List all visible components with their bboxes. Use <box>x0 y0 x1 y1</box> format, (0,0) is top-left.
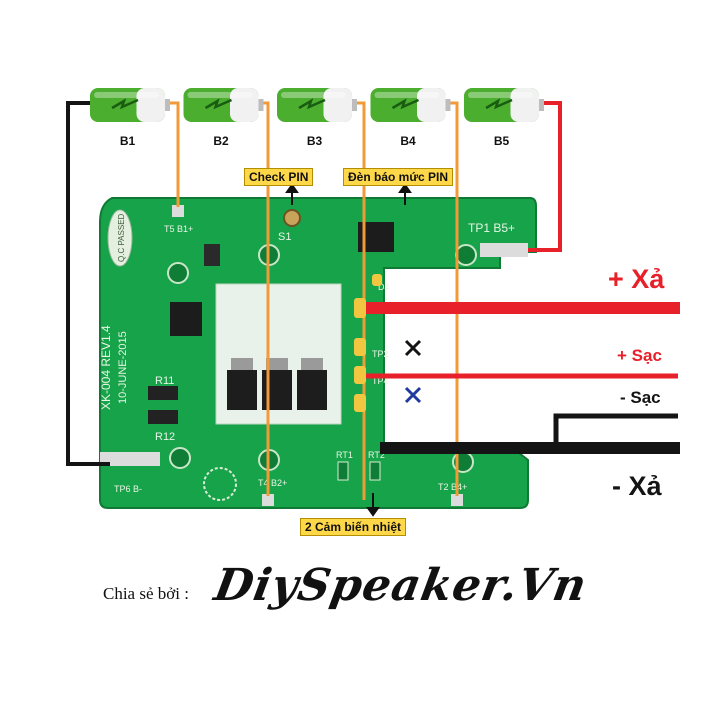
mosfet <box>297 370 327 410</box>
battery-cell-shine <box>281 92 346 98</box>
pad-b5 <box>480 243 528 257</box>
pad-bminus <box>100 452 160 466</box>
mount-hole <box>455 244 477 266</box>
wire-b5-plus <box>528 101 562 252</box>
protection-ic <box>170 302 202 336</box>
battery-cell-cap <box>136 88 165 122</box>
pad-b2 <box>262 494 274 506</box>
cross-mark-black <box>404 339 422 357</box>
battery-cell <box>277 88 357 122</box>
board-label-tp1: TP1 B5+ <box>468 221 515 235</box>
pad-b1 <box>172 205 184 217</box>
board-label-rt2: RT2 <box>368 450 385 460</box>
mosfet-tab <box>301 358 323 370</box>
resistor-r12 <box>148 410 178 424</box>
battery-cell <box>464 88 544 122</box>
battery-cell-label: B5 <box>493 134 510 148</box>
board-label-r11: R11 <box>155 375 174 387</box>
cross-mark-blue <box>404 386 422 404</box>
battery-cell <box>183 88 264 122</box>
label-plus-sac: + Sạc <box>617 346 662 365</box>
mount-hole <box>167 262 189 284</box>
board-label-s1: S1 <box>278 231 291 243</box>
battery-cell-label: B3 <box>306 134 323 148</box>
battery-cell-shine <box>374 92 440 98</box>
board-label-tp6: TP6 B- <box>114 484 142 494</box>
brand-logo-text: DiySpeaker.Vn <box>210 560 592 611</box>
wire-tap-b4 <box>450 101 459 496</box>
label-minus-sac: - Sạc <box>620 388 661 407</box>
battery-cell-terminal <box>165 99 170 111</box>
battery-cell-shine <box>94 92 159 98</box>
callout-den-bao: Đèn báo mức PIN <box>343 168 454 186</box>
lightning-icon <box>485 98 513 110</box>
qc-passed-stamp <box>107 209 133 267</box>
wire-minus-sac <box>553 413 678 444</box>
yellow-solder-pads <box>354 274 382 412</box>
board-label-t2: T2 B4+ <box>438 482 467 492</box>
thermistor-rt1 <box>337 461 349 481</box>
qc-passed-text: Q.C PASSED <box>117 213 126 262</box>
battery-cell-terminal <box>352 99 357 111</box>
mosfet <box>227 370 257 410</box>
battery-cell-label: B4 <box>400 134 416 148</box>
board-label-model: XK-004 REV1.4 <box>99 325 113 410</box>
board-label-d4: D4 <box>378 282 390 292</box>
board-logo <box>203 467 237 501</box>
battery-cell-cap <box>323 88 352 122</box>
board-label-date: 10-JUNE-2015 <box>117 331 129 404</box>
wire-b-minus <box>66 101 110 466</box>
callout-check-pin: Check PIN <box>244 168 314 186</box>
battery-cells <box>90 88 544 122</box>
lightning-icon <box>111 98 139 110</box>
board-label-tp5: T5 B1+ <box>164 224 193 234</box>
callout-cam-bien: 2 Cảm biến nhiệt <box>300 518 407 536</box>
board-label-r12: R12 <box>155 431 175 443</box>
battery-cell-label: B1 <box>119 134 136 148</box>
pad-b4 <box>451 494 463 506</box>
battery-cell-shine <box>187 92 253 98</box>
label-minus-xa: - Xả <box>612 471 662 501</box>
lightning-icon <box>298 98 326 110</box>
wire-tap-b1 <box>165 101 180 207</box>
check-pin-button <box>283 209 301 227</box>
board-label-rt1: RT1 <box>336 450 353 460</box>
mosfet-tab <box>266 358 288 370</box>
mosfet-tab <box>231 358 253 370</box>
credit-prefix: Chia sẻ bởi : <box>103 584 189 603</box>
callout-arrows <box>285 183 412 517</box>
lightning-icon <box>391 98 420 110</box>
battery-cell-cap <box>510 88 539 122</box>
battery-cell-cap <box>417 88 446 122</box>
battery-cell-terminal <box>539 99 544 111</box>
board-label-t4: T4 B2+ <box>258 478 287 488</box>
battery-cell-cap <box>230 88 259 122</box>
chip-cap <box>204 244 220 266</box>
battery-cell-shine <box>468 92 533 98</box>
wire-tap-b2 <box>262 101 270 496</box>
battery-cell-label: B2 <box>213 134 229 148</box>
battery-cell <box>90 88 170 122</box>
wire-tap-b3 <box>357 101 366 210</box>
mount-hole <box>169 447 191 469</box>
battery-cell-terminal <box>445 99 451 111</box>
resistor-r11 <box>148 386 178 400</box>
board-label-tp2: TP2 <box>372 349 389 359</box>
battery-cell <box>370 88 451 122</box>
lightning-icon <box>204 98 233 110</box>
board-label-tp4: TP4 <box>372 376 389 386</box>
thermistor-rt2 <box>369 461 381 481</box>
battery-cell-terminal <box>258 99 264 111</box>
label-plus-xa: + Xả <box>608 264 665 294</box>
